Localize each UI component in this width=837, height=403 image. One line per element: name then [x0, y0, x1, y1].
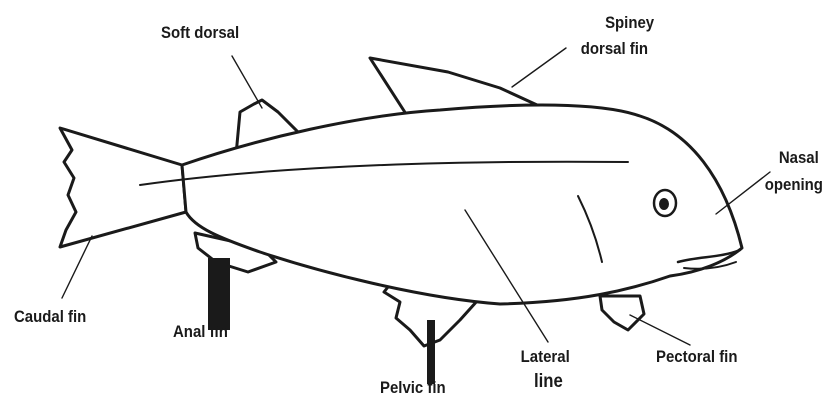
label-nasal-line1: Nasal — [768, 148, 830, 168]
label-nasal-line2: opening — [756, 175, 832, 195]
label-lateral-line1: Lateral — [510, 347, 580, 367]
eye-icon — [654, 190, 676, 216]
caudal-fin-shape — [60, 128, 186, 247]
label-pelvic-fin: Pelvic fin — [380, 378, 446, 398]
label-spiney-dorsal-line1: Spiney — [590, 13, 669, 33]
label-lateral-line2: line — [522, 372, 575, 392]
pectoral-fin-shape — [600, 296, 644, 330]
leader-soft-dorsal — [232, 56, 262, 108]
label-soft-dorsal: Soft dorsal — [161, 23, 239, 43]
leader-pectoral — [630, 315, 690, 345]
label-anal-fin: Anal fin — [173, 322, 228, 342]
label-caudal-fin: Caudal fin — [14, 307, 86, 327]
label-spiney-dorsal-line2: dorsal fin — [566, 39, 663, 59]
label-pectoral-fin: Pectoral fin — [656, 347, 737, 367]
pelvic-fin-bar — [427, 320, 435, 384]
anal-fin-bar — [208, 258, 230, 330]
leader-spiny-dorsal — [512, 48, 566, 87]
